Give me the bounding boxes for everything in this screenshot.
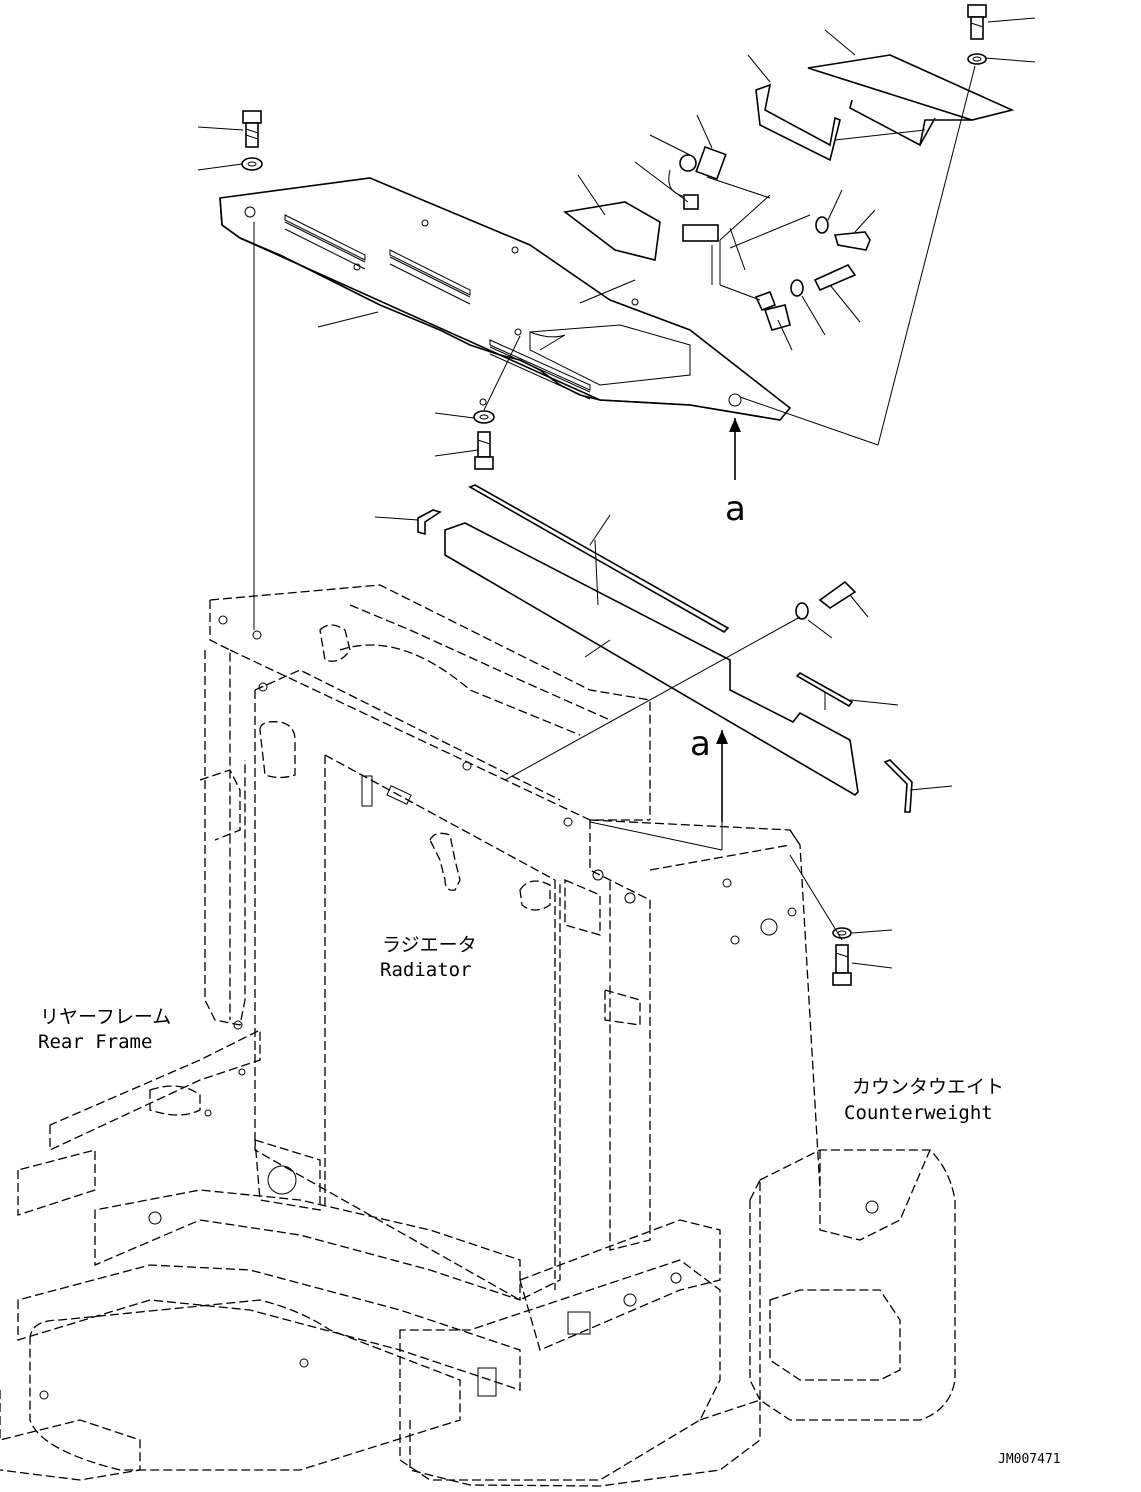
lower-bracket-plate <box>444 522 859 797</box>
radiator-label-en: Radiator <box>380 959 472 981</box>
rear-frame <box>0 1028 761 1487</box>
radiator <box>199 584 821 1301</box>
counterweight <box>749 1149 956 1421</box>
bolt-under-cover <box>473 410 495 470</box>
seal-strip-long <box>468 484 730 633</box>
hood-plate <box>755 54 1015 162</box>
drawing-code: JM007471 <box>998 1452 1061 1467</box>
bolt-top-right <box>967 4 987 65</box>
rear-frame-label-jp: リヤーフレーム <box>40 1006 171 1028</box>
counterweight-label-en: Counterweight <box>844 1102 993 1124</box>
rear-frame-label-en: Rear Frame <box>38 1031 152 1053</box>
switch-assembly <box>668 145 727 242</box>
assembly-lines <box>253 65 976 941</box>
radiator-label-jp: ラジエータ <box>382 934 477 956</box>
small-angle-left <box>417 509 442 536</box>
seal-strip-short <box>795 672 854 708</box>
view-arrow-top <box>729 418 741 480</box>
angle-strip-right <box>883 759 913 813</box>
bolt-top-left <box>241 110 263 171</box>
hardware-right <box>754 216 871 331</box>
view-arrow-side <box>716 730 728 822</box>
cover-louvers <box>284 214 591 400</box>
view-marker-top-label: a <box>725 489 746 529</box>
counterweight-label-jp: カウンタウエイト <box>852 1076 1004 1098</box>
bolt-seal-area <box>795 580 857 620</box>
view-marker-side-label: a <box>690 724 711 764</box>
top-cover <box>219 177 792 421</box>
small-bracket <box>563 201 661 261</box>
bolt-right-lower <box>832 927 852 986</box>
leader-lines <box>197 17 1036 969</box>
